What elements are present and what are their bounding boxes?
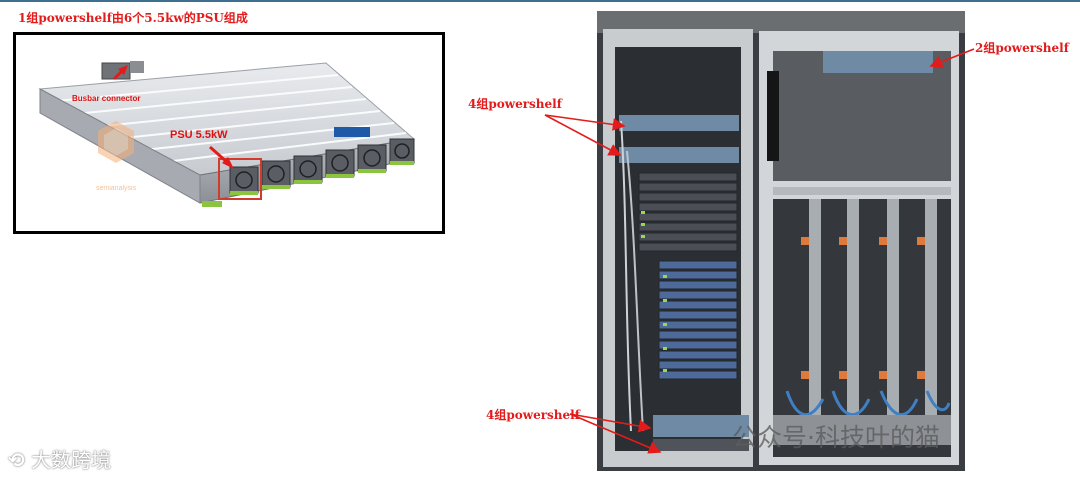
watermark-left: ⟲ 大数跨境 [8,444,111,473]
psu-shelf-drawing [38,61,416,207]
psu-rating-label: PSU 5.5kW [170,129,228,141]
rack-photo [597,11,965,471]
title-caption: 1组powershelf由6个5.5kw的PSU组成 [18,11,248,25]
watermark-logo-icon: ⟲ [8,448,25,472]
right-top-caption: 2组powershelf [975,41,1069,55]
top-divider-line [0,0,1080,2]
watermark-left-text: 大数跨境 [31,448,112,472]
psu-shelf-image: Busbar connector PSU 5.5kW semianalysis [13,32,445,234]
busbar-connector-label: Busbar connector [72,94,141,103]
rack-photo-drawing [597,11,965,471]
watermark-right: 公众号·科技叶的猫 [732,423,940,452]
semianalysis-logo-text: semianalysis [96,185,137,192]
bottom-left-caption: 4组powershelf [486,408,580,422]
mid-left-caption: 4组powershelf [468,97,562,111]
